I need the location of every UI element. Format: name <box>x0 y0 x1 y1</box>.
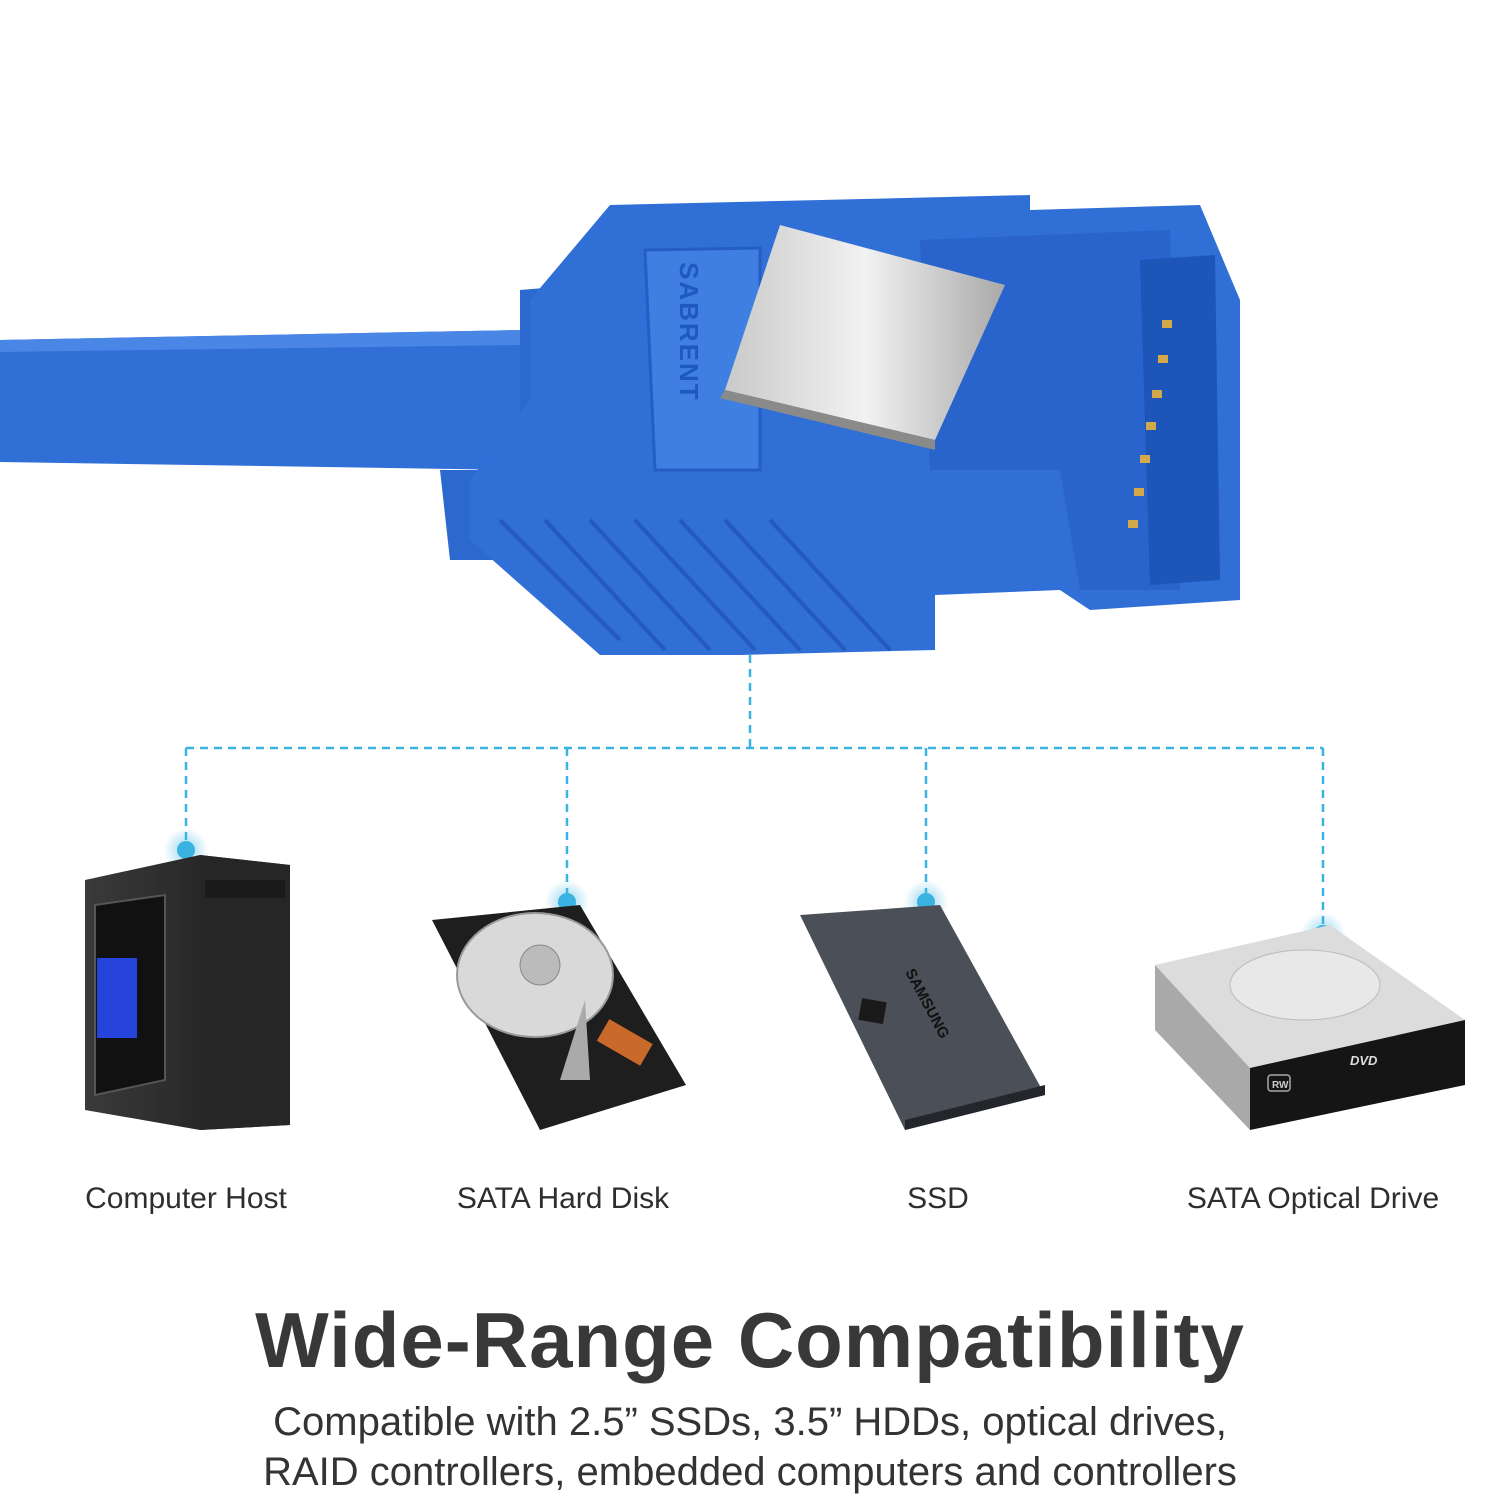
computer-tower-icon <box>85 855 290 1130</box>
sata-cable: SABRENT <box>0 195 1240 655</box>
ssd-icon: SAMSUNG <box>800 905 1045 1130</box>
device-label-ssd: SSD <box>907 1182 969 1215</box>
rw-badge: RW <box>1272 1080 1289 1091</box>
dvd-logo: DVD <box>1350 1053 1378 1068</box>
hard-disk-icon <box>432 905 686 1130</box>
device-label-computer-host: Computer Host <box>85 1182 287 1215</box>
page-title: Wide-Range Compatibility <box>255 1296 1245 1384</box>
device-label-sata-optical-drive: SATA Optical Drive <box>1186 1182 1440 1215</box>
sabrent-logo: SABRENT <box>674 262 704 402</box>
sata-connector: SABRENT <box>470 195 1240 655</box>
connection-dots <box>164 828 1345 956</box>
subtitle-line-2: RAID controllers, embedded computers and… <box>263 1450 1237 1494</box>
connection-lines <box>184 655 1325 932</box>
subtitle-line-1: Compatible with 2.5” SSDs, 3.5” HDDs, op… <box>273 1400 1227 1444</box>
device-label-sata-hard-disk: SATA Hard Disk <box>456 1182 670 1215</box>
optical-drive-icon: RW DVD <box>1155 925 1465 1130</box>
